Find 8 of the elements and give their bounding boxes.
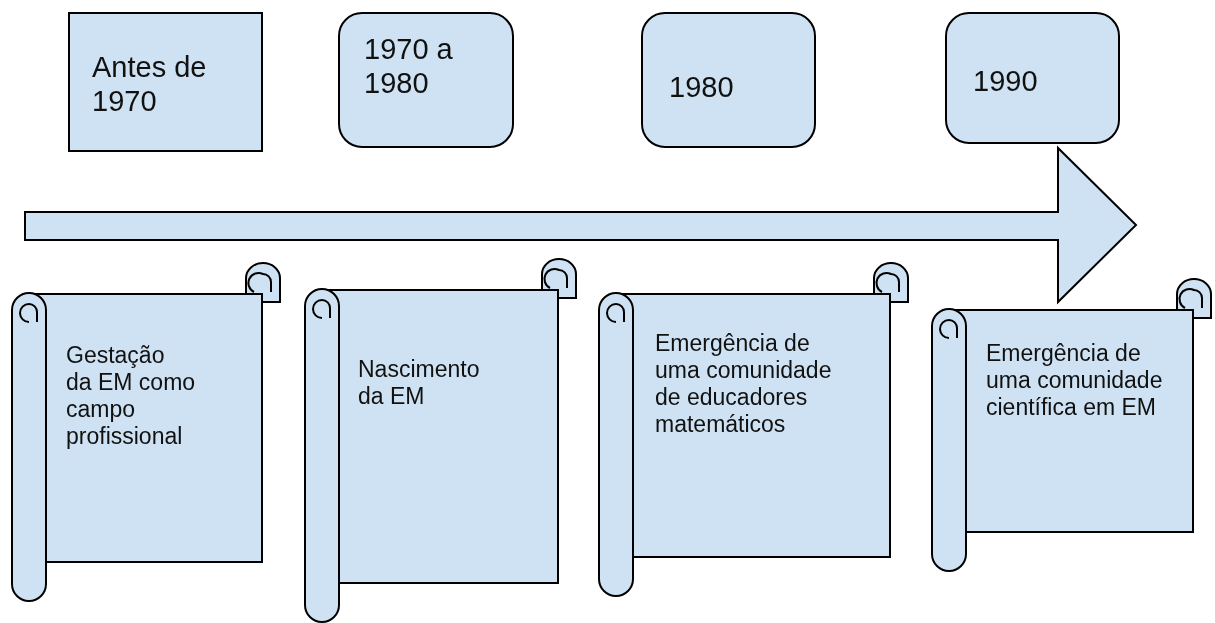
date-box: 1980 [641, 12, 816, 148]
scroll-text: Gestação da EM como campo profissional [66, 342, 196, 450]
date-box: 1990 [945, 12, 1120, 144]
scroll-text: Emergência de uma comunidade de educadores matemáticos [655, 330, 833, 438]
date-box: 1970 a 1980 [338, 12, 514, 148]
scroll-text: Nascimento da EM [358, 356, 481, 410]
scroll-text: Emergência de uma comunidade científica em EM [986, 340, 1164, 421]
date-box: Antes de 1970 [68, 12, 263, 152]
